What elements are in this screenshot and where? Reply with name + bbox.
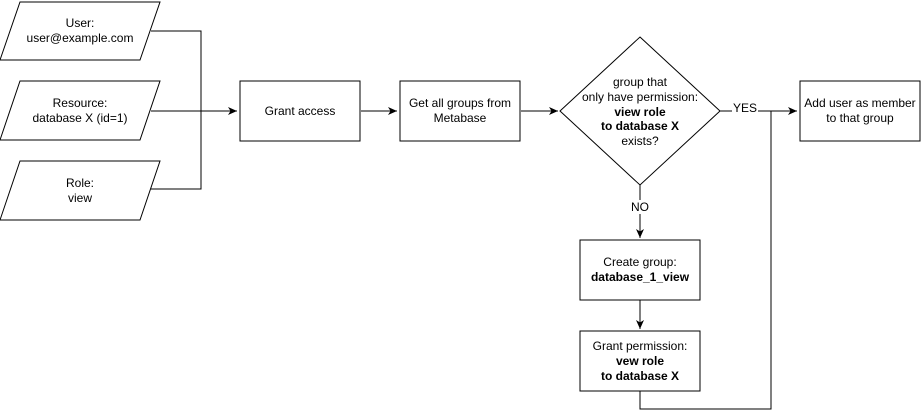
svg-text:database_1_view: database_1_view bbox=[591, 270, 690, 284]
input-resource: Resource: database X (id=1) bbox=[0, 80, 161, 141]
svg-text:group that: group that bbox=[613, 75, 668, 89]
svg-text:Grant access: Grant access bbox=[265, 104, 336, 118]
svg-text:database X (id=1): database X (id=1) bbox=[32, 111, 127, 125]
svg-text:to database X: to database X bbox=[601, 369, 679, 383]
svg-text:view role: view role bbox=[614, 105, 666, 119]
svg-text:Get all groups from: Get all groups from bbox=[409, 96, 511, 110]
svg-text:to database X: to database X bbox=[601, 119, 679, 133]
svg-text:view: view bbox=[68, 191, 92, 205]
edge-label-yes: YES bbox=[732, 101, 758, 115]
svg-text:Metabase: Metabase bbox=[434, 111, 487, 125]
svg-text:Add user as member: Add user as member bbox=[804, 96, 915, 110]
step-grant-permission: Grant permission: vew role to database X bbox=[579, 330, 701, 392]
svg-text:exists?: exists? bbox=[621, 134, 659, 148]
connector-role-to-grant bbox=[151, 111, 202, 190]
input-role: Role: view bbox=[0, 160, 161, 221]
input-user: User: user@example.com bbox=[0, 1, 161, 61]
svg-text:YES: YES bbox=[733, 101, 757, 115]
svg-text:user@example.com: user@example.com bbox=[27, 31, 134, 45]
connector-grantperm-loop bbox=[639, 111, 772, 410]
decision-group-exists: group that only have permission: view ro… bbox=[559, 36, 721, 186]
svg-text:to that group: to that group bbox=[826, 111, 894, 125]
step-get-all-groups: Get all groups from Metabase bbox=[399, 80, 521, 142]
svg-text:Grant permission:: Grant permission: bbox=[593, 339, 688, 353]
connector-user-to-grant bbox=[151, 30, 202, 111]
step-create-group: Create group: database_1_view bbox=[579, 239, 701, 301]
svg-text:Role:: Role: bbox=[66, 176, 94, 190]
svg-text:Resource:: Resource: bbox=[53, 96, 108, 110]
svg-text:only have permission:: only have permission: bbox=[582, 90, 698, 104]
step-add-user: Add user as member to that group bbox=[799, 80, 921, 142]
edge-label-no: NO bbox=[629, 200, 651, 214]
svg-text:Create group:: Create group: bbox=[603, 255, 676, 269]
svg-text:NO: NO bbox=[631, 200, 649, 214]
step-grant-access: Grant access bbox=[239, 80, 361, 142]
svg-text:User:: User: bbox=[66, 16, 95, 30]
svg-text:vew role: vew role bbox=[616, 354, 664, 368]
